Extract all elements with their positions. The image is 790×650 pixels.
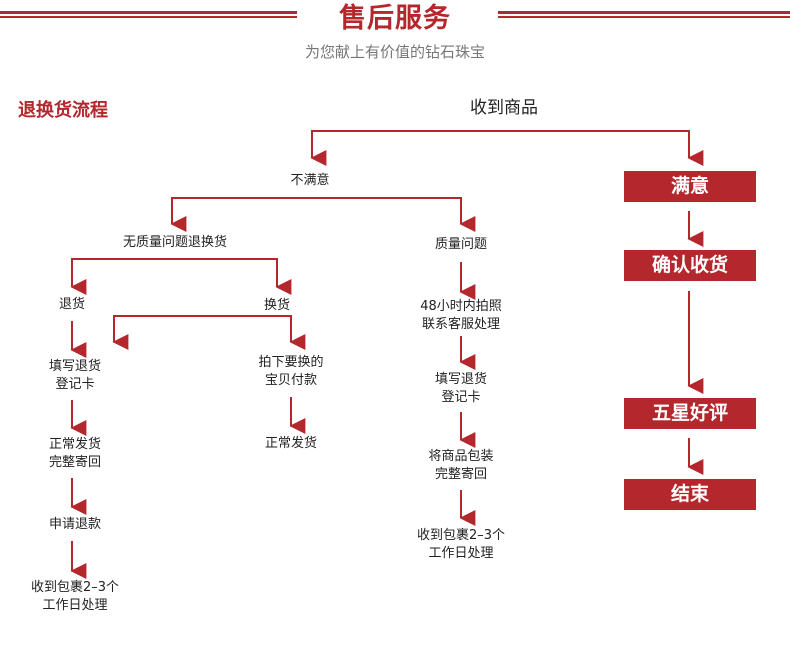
- node-received: 收到商品: [470, 98, 538, 118]
- page-title: 售后服务: [339, 3, 451, 34]
- box-satisfied: 满意: [624, 171, 756, 202]
- node-exchange: 换货: [263, 298, 290, 313]
- quality-step-2: 填写退货登记卡: [434, 372, 487, 405]
- return-step-1: 填写退货登记卡: [48, 359, 101, 392]
- node-unsatisfied: 不满意: [290, 173, 330, 188]
- box-five-star-review: 五星好评: [624, 398, 756, 429]
- node-quality-issue: 质量问题: [434, 237, 487, 252]
- quality-step-3: 将商品包装完整寄回: [428, 449, 494, 482]
- return-step-3: 申请退款: [48, 517, 101, 532]
- header-rule-right: [498, 11, 790, 18]
- header-rule-left: [0, 11, 297, 18]
- section-title: 退换货流程: [18, 100, 108, 121]
- connector-top-split: [310, 130, 704, 166]
- node-return: 退货: [58, 297, 85, 312]
- box-confirm-receipt: 确认收货: [624, 250, 756, 281]
- exchange-step-2: 正常发货: [264, 436, 317, 451]
- connector-exchange-split: [112, 315, 306, 350]
- page-subtitle: 为您献上有价值的钻石珠宝: [304, 43, 485, 61]
- connector-unsatisfied-split: [170, 197, 476, 232]
- quality-step-4: 收到包裹2–3个工作日处理: [416, 528, 506, 561]
- return-step-2: 正常发货完整寄回: [48, 437, 101, 470]
- node-no-quality-issue: 无质量问题退换货: [122, 235, 227, 250]
- connector-nq-split: [70, 258, 292, 295]
- exchange-step-1: 拍下要换的宝贝付款: [258, 355, 324, 388]
- quality-step-1: 48小时内拍照联系客服处理: [420, 299, 502, 332]
- box-end: 结束: [624, 479, 756, 510]
- return-step-4: 收到包裹2–3个工作日处理: [30, 580, 120, 613]
